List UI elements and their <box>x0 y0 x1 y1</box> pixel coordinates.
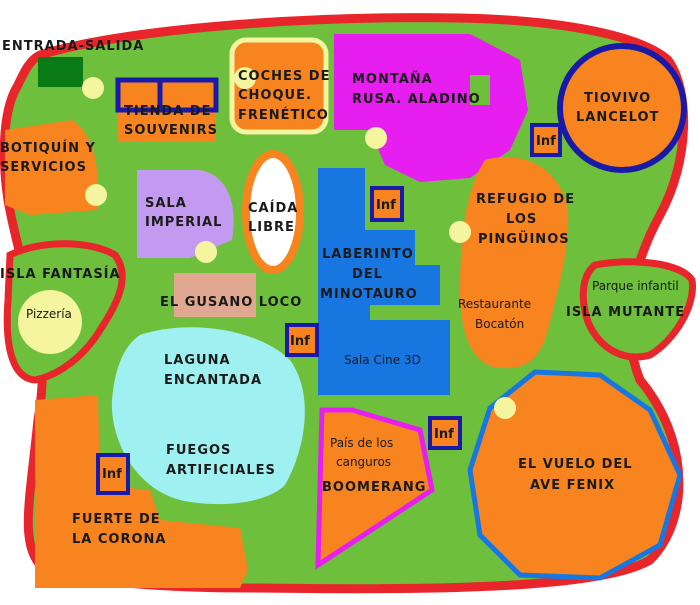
carousel-label-1: TIOVIVO <box>584 91 651 106</box>
kangaroo-country <box>315 407 435 570</box>
lamp-post <box>82 77 104 99</box>
penguins-label-3: PINGÜINOS <box>478 231 570 247</box>
souvenirs-label-2: SOUVENIRS <box>124 123 218 138</box>
free-fall-ride <box>242 150 304 274</box>
kangaroo-label-1: País de los <box>330 436 393 450</box>
crown-fort <box>35 395 248 588</box>
bumper-label-2: CHOQUE. <box>238 88 312 103</box>
info-label: Inf <box>536 134 556 149</box>
bumper-label-1: COCHES DE <box>238 69 330 84</box>
souvenirs-label-1: TIENDA DE <box>124 104 212 119</box>
fireworks-label-2: ARTIFICIALES <box>166 463 276 478</box>
fireworks-label-1: FUEGOS <box>166 443 231 458</box>
bumper-label-3: FRENÉTICO <box>238 107 329 123</box>
phoenix-ride <box>467 369 683 581</box>
entrance-gate <box>38 57 83 87</box>
freefall-label-1: CAÍDA <box>248 200 298 216</box>
roller-coaster-gap <box>470 75 490 105</box>
info-label: Inf <box>290 334 310 349</box>
coaster-label-2: RUSA. ALADINO <box>352 92 481 107</box>
restaurant-name-label: Bocatón <box>475 317 524 331</box>
enchanted-lagoon <box>111 327 305 505</box>
coaster-label-1: MONTAÑA <box>352 71 433 87</box>
isla-mutante-island <box>579 258 696 361</box>
info-point[interactable]: Inf <box>530 123 562 157</box>
restaurant-label: Restaurante <box>458 297 531 311</box>
info-point[interactable]: Inf <box>370 186 404 222</box>
info-label: Inf <box>376 198 396 213</box>
phoenix-label-2: AVE FENIX <box>530 478 615 493</box>
lamp-post <box>449 221 471 243</box>
penguin-refuge <box>460 157 569 369</box>
imperial-label-2: IMPERIAL <box>145 215 222 230</box>
imperial-label-1: SALA <box>145 196 187 211</box>
info-point[interactable]: Inf <box>96 453 130 495</box>
lamp-post <box>365 127 387 149</box>
info-point[interactable]: Inf <box>285 323 319 357</box>
minotaur-maze <box>318 168 450 395</box>
maze-label-2: DEL <box>352 267 383 282</box>
info-label: Inf <box>102 467 122 482</box>
boomerang-label: BOOMERANG <box>322 480 426 495</box>
souvenir-info-box-2 <box>157 77 219 113</box>
firstaid-label-2: SERVICIOS <box>0 160 87 175</box>
first-aid-area <box>5 120 98 215</box>
crazy-worm <box>174 273 256 317</box>
worm-label: EL GUSANO LOCO <box>160 295 302 310</box>
pizzeria <box>18 290 82 354</box>
lagoon-label-2: ENCANTADA <box>164 373 262 388</box>
carousel-label-2: LANCELOT <box>576 110 659 125</box>
fort-label-2: LA CORONA <box>72 532 166 547</box>
penguins-label-2: LOS <box>506 212 537 227</box>
maze-label-1: LABERINTO <box>322 247 414 262</box>
carousel-ride <box>557 43 687 173</box>
info-point[interactable]: Inf <box>428 416 462 450</box>
fort-label-1: FUERTE DE <box>72 512 161 527</box>
freefall-label-2: LIBRE <box>248 220 295 235</box>
fantasy-label: ISLA FANTASÍA <box>0 266 121 282</box>
info-label: Inf <box>434 427 454 442</box>
sala-imperial <box>137 170 234 258</box>
lamp-post <box>494 397 516 419</box>
mutant-label: ISLA MUTANTE <box>566 305 685 320</box>
lagoon-label-1: LAGUNA <box>164 353 231 368</box>
lamp-post <box>234 67 256 89</box>
lamp-post <box>195 241 217 263</box>
entrance-label: ENTRADA-SALIDA <box>2 39 144 54</box>
phoenix-label-1: EL VUELO DEL <box>518 457 633 472</box>
cinema-label: Sala Cine 3D <box>344 353 421 367</box>
firstaid-label-1: BOTIQUÍN Y <box>0 140 96 156</box>
penguins-label-1: REFUGIO DE <box>476 192 575 207</box>
kangaroo-label-2: canguros <box>336 455 391 469</box>
playground-label: Parque infantil <box>592 279 679 293</box>
pizzeria-label: Pizzería <box>26 307 72 321</box>
maze-label-3: MINOTAURO <box>320 287 418 302</box>
bumper-cars <box>229 37 329 135</box>
lamp-post <box>85 184 107 206</box>
